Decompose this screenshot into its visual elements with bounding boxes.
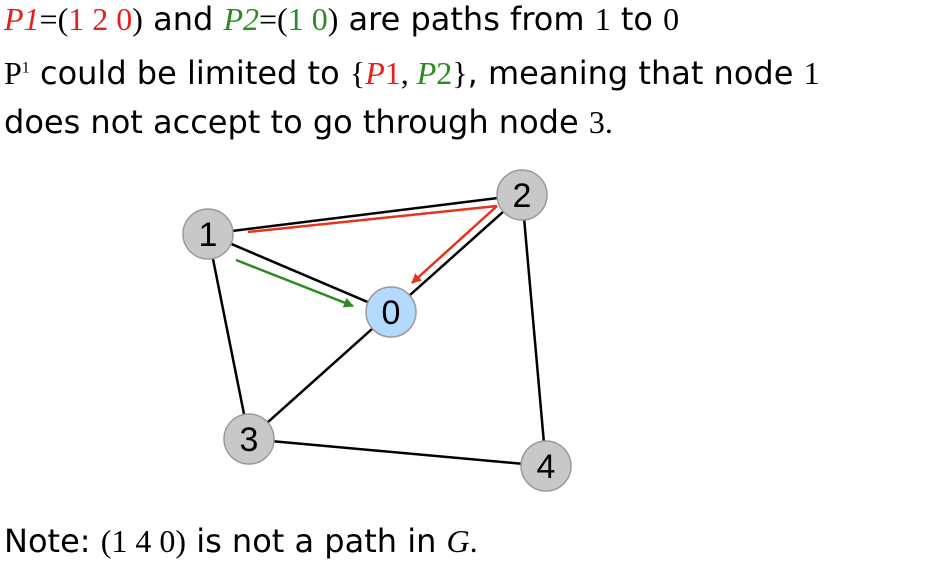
node-1-label: 1 [199, 216, 218, 254]
p1-equals: = [39, 1, 58, 37]
to-node: 0 [663, 1, 680, 37]
caption-line-3: does not accept to go through node 3. [4, 103, 613, 141]
p1-path-close: ) [132, 1, 143, 37]
note-text: is not a path in [186, 522, 447, 560]
to-word: to [610, 0, 664, 38]
note-period: . [469, 523, 478, 559]
edge-1-2 [207, 193, 523, 236]
limited-text: could be limited to [29, 54, 350, 92]
p-superscript: 1 [21, 59, 30, 77]
p2-label: P2 [223, 1, 259, 37]
caption-line-1: P1=(1 2 0) and P2=(1 0) are paths from 1… [4, 0, 679, 38]
node-1: 1 [182, 208, 234, 260]
set-p1-num: 1 [384, 55, 401, 91]
caption-line-2: P1 could be limited to {P1, P2}, meaning… [4, 54, 820, 92]
edge-2-4 [520, 194, 548, 467]
edge-1-3 [206, 233, 251, 440]
node-4-label: 4 [537, 448, 556, 486]
note-line: Note: (1 4 0) is not a path in G. [4, 522, 478, 560]
set-p2-letter: P [416, 55, 437, 91]
avoid-node: 3 [588, 104, 605, 140]
meaning-text: , meaning that node [467, 54, 804, 92]
line3-period: . [604, 104, 613, 140]
p2-equals: = [259, 1, 278, 37]
set-p2-num: 2 [436, 55, 453, 91]
open-brace: { [349, 55, 366, 91]
path-p2-arrow [235, 258, 354, 308]
note-path: (1 4 0) [100, 523, 187, 559]
from-node: 1 [594, 1, 611, 37]
node-0: 0 [365, 286, 417, 338]
close-brace: } [452, 55, 468, 91]
note-graph: G [446, 523, 470, 559]
paths-text: are paths from [338, 0, 595, 38]
path-p1-segment-1-2 [247, 204, 498, 234]
p-base: P [4, 55, 22, 91]
accept-text: does not accept to go through node [4, 103, 589, 141]
and-text: and [142, 0, 224, 38]
edge-1-0 [207, 232, 392, 314]
set-comma: , [400, 55, 417, 91]
path-p1-arrows [247, 204, 498, 284]
node-2-label: 2 [513, 177, 532, 215]
path-p2-segment-1-0 [235, 258, 354, 308]
node-0-label: 0 [382, 294, 401, 332]
p2-path-close: ) [327, 1, 339, 37]
note-label: Note: [4, 522, 101, 560]
path-p1-segment-2-0 [411, 205, 498, 284]
set-p1-letter: P [365, 55, 385, 91]
node-2: 2 [496, 169, 548, 221]
node-3: 3 [223, 413, 275, 465]
edge-3-0 [248, 311, 392, 440]
node-3-label: 3 [240, 421, 259, 459]
edge-3-4 [248, 437, 547, 468]
p2-path-open: ( [277, 1, 288, 37]
p1-path-open: ( [57, 1, 69, 37]
graph-edges [206, 193, 548, 468]
graph-nodes: 1 2 0 3 4 [182, 169, 572, 492]
edge-2-0 [390, 194, 523, 313]
p2-path-nodes: 1 0 [287, 1, 328, 37]
node-4: 4 [520, 440, 572, 492]
p1-label: P1 [4, 1, 40, 37]
meaning-node: 1 [803, 55, 820, 91]
p1-path-nodes: 1 2 0 [68, 1, 133, 37]
